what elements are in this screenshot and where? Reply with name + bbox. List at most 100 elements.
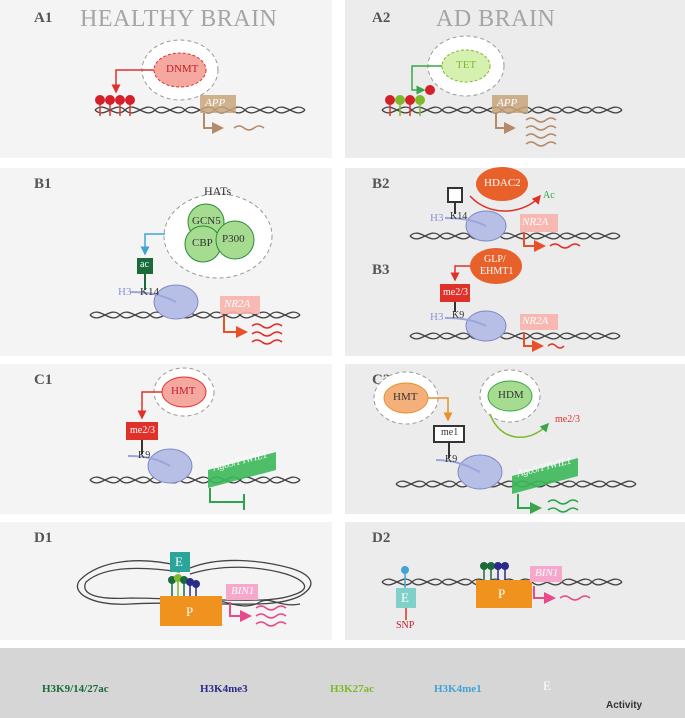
k9-label-c2: K9 bbox=[445, 454, 458, 465]
me1-label-c2: me1 bbox=[441, 427, 459, 438]
h3-label-b1: H3 bbox=[118, 286, 132, 298]
mrna-b2 bbox=[549, 243, 581, 249]
unmodified-k14-b2 bbox=[447, 187, 463, 203]
h3k4me1-mark-d2 bbox=[401, 566, 409, 574]
glp-label-line2: EHMT1 bbox=[480, 266, 514, 277]
mrna-b1 bbox=[251, 323, 283, 345]
me23-removed-label: me2/3 bbox=[555, 414, 580, 425]
active-tss-c2 bbox=[517, 494, 542, 514]
legend-h3k4me3: H3K4me3 bbox=[200, 683, 248, 695]
legend-enhancer-letter: E bbox=[543, 678, 551, 693]
dna-b1 bbox=[89, 311, 301, 319]
glp-enzyme bbox=[470, 248, 522, 284]
hdac2-arrow bbox=[469, 194, 541, 212]
bin1-tss-d1 bbox=[229, 602, 252, 622]
p300-label: P300 bbox=[222, 233, 245, 245]
k14-label-b2: K14 bbox=[450, 211, 468, 222]
hmt-arrow-c2 bbox=[428, 397, 453, 422]
glp-label-line1: GLP/ bbox=[484, 254, 506, 265]
promoter-label-d1: P bbox=[186, 604, 194, 619]
h3-label-b2: H3 bbox=[430, 212, 444, 224]
title-healthy-brain: HEALTHY BRAIN bbox=[80, 6, 278, 32]
label-b3: B3 bbox=[372, 262, 390, 278]
app-gene-a2 bbox=[492, 95, 528, 113]
dna-c1 bbox=[89, 476, 301, 484]
tet-label: TET bbox=[456, 59, 477, 71]
label-a1: A1 bbox=[34, 10, 53, 26]
me23-label-c1: me2/3 bbox=[130, 425, 155, 436]
ac-mark-b1 bbox=[137, 258, 153, 274]
enhancer-d2 bbox=[396, 588, 416, 608]
dnmt-label: DNMT bbox=[166, 63, 199, 75]
mrna-d1 bbox=[255, 605, 287, 627]
tet-enzyme bbox=[441, 49, 491, 83]
app-label-a1: APP bbox=[205, 97, 226, 109]
mrna-d2 bbox=[559, 595, 591, 601]
hdm-enzyme bbox=[487, 380, 533, 412]
mrna-a1 bbox=[233, 125, 265, 131]
p300-subunit bbox=[215, 220, 255, 260]
ac-label-b1: ac bbox=[140, 259, 149, 270]
dna-b3 bbox=[409, 332, 621, 340]
methyl-marks-a1 bbox=[95, 95, 135, 116]
bin1-label-d1: BIN1 bbox=[231, 585, 255, 597]
repressed-tss-c1 bbox=[209, 488, 245, 510]
dna-b2 bbox=[409, 232, 621, 240]
enhancer-label-d2: E bbox=[401, 590, 409, 605]
hat-arrow bbox=[140, 233, 165, 256]
label-b1: B1 bbox=[34, 176, 52, 192]
legend-h3k27ac: H3K27ac bbox=[330, 683, 374, 695]
app-label-a2: APP bbox=[497, 97, 518, 109]
enhancer-label-d1: E bbox=[175, 554, 183, 569]
promoter-d2 bbox=[476, 580, 532, 608]
nr2a-gene-b1 bbox=[220, 296, 260, 314]
label-a2: A2 bbox=[372, 10, 391, 26]
me23-label-b3: me2/3 bbox=[443, 287, 468, 298]
nr2a-tss-b1 bbox=[223, 316, 248, 338]
label-b2: B2 bbox=[372, 176, 390, 192]
hdm-label: HDM bbox=[498, 389, 524, 401]
dnmt-arrow bbox=[111, 69, 154, 94]
legend-h3k9-14-27ac: H3K9/14/27ac bbox=[42, 683, 109, 695]
k9-label-b3: K9 bbox=[452, 310, 465, 321]
legend-bar bbox=[0, 648, 685, 718]
bin1-label-d2: BIN1 bbox=[535, 567, 559, 579]
hmt-label-c1: HMT bbox=[171, 385, 196, 397]
ac-removed-label: Ac bbox=[543, 190, 555, 201]
nr2a-gene-b2 bbox=[520, 214, 558, 232]
promoter-label-d2: P bbox=[498, 586, 506, 601]
hats-label: HATs bbox=[204, 184, 232, 198]
nr2a-tss-b2 bbox=[523, 232, 546, 252]
app-tss-a1 bbox=[203, 113, 224, 134]
histone-marks-d1 bbox=[168, 574, 200, 596]
removed-methyl-a2 bbox=[425, 85, 435, 95]
nr2a-label-b1: NR2A bbox=[224, 298, 251, 310]
app-tss-a2 bbox=[495, 113, 516, 134]
cbp-label: CBP bbox=[192, 237, 213, 249]
nr2a-label-b2: NR2A bbox=[522, 216, 549, 228]
mrna-c2 bbox=[547, 499, 579, 513]
legend-activity: Activity bbox=[606, 700, 643, 711]
h3-label-b3: H3 bbox=[430, 311, 444, 323]
tet-arrow bbox=[411, 65, 442, 95]
bin1-gene-d1 bbox=[226, 584, 258, 600]
hdac2-label: HDAC2 bbox=[484, 177, 521, 189]
ago3-gene-c2 bbox=[512, 458, 578, 494]
bin1-gene-d2 bbox=[530, 566, 562, 582]
ago3-gene-c1 bbox=[208, 452, 276, 488]
bin1-tss-d2 bbox=[533, 586, 556, 604]
snp-label: SNP bbox=[396, 620, 415, 631]
hmt-arrow-c1 bbox=[137, 391, 162, 420]
hdac2-enzyme bbox=[476, 167, 528, 201]
marks-a2 bbox=[385, 95, 425, 116]
title-ad-brain: AD BRAIN bbox=[436, 6, 556, 32]
glp-arrow bbox=[450, 265, 470, 282]
k9-label-c1: K9 bbox=[138, 450, 151, 461]
me23-mark-b3 bbox=[440, 284, 470, 302]
nr2a-gene-b3 bbox=[520, 314, 558, 330]
mrna-b3 bbox=[547, 343, 565, 349]
nr2a-tss-b3 bbox=[523, 332, 544, 352]
hmt-label-c2: HMT bbox=[393, 391, 418, 403]
legend-h3k4me1: H3K4me1 bbox=[434, 683, 482, 695]
